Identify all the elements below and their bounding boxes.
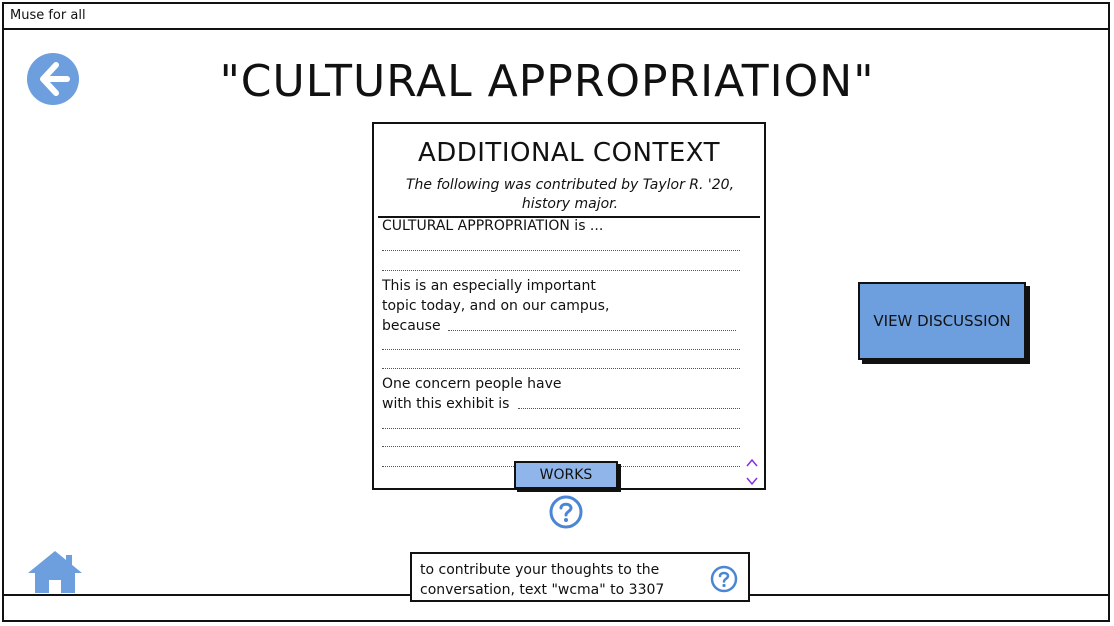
window-title: Muse for all — [10, 8, 86, 23]
blank-line — [518, 408, 740, 409]
blank-line — [382, 446, 740, 447]
works-button[interactable]: WORKS — [514, 461, 618, 489]
help-icon[interactable] — [710, 565, 738, 593]
importance-line-3: because — [382, 318, 441, 334]
title-bar: Muse for all — [4, 4, 1108, 30]
contribute-line-1: to contribute your thoughts to the — [420, 562, 660, 578]
blank-line — [382, 368, 740, 369]
subtitle-line-2: history major. — [521, 196, 619, 212]
scroll-up-icon[interactable] — [746, 458, 758, 468]
blank-line — [382, 428, 740, 429]
blank-line — [382, 270, 740, 271]
back-arrow-icon[interactable] — [26, 52, 80, 106]
additional-context-panel: ADDITIONAL CONTEXT The following was con… — [372, 122, 766, 490]
importance-line-1: This is an especially important — [382, 278, 596, 294]
panel-subtitle: The following was contributed by Taylor … — [388, 176, 752, 214]
blank-line — [382, 250, 740, 251]
blank-line — [448, 330, 736, 331]
scroll-down-icon[interactable] — [746, 476, 758, 486]
subtitle-line-1: The following was contributed by Taylor … — [405, 177, 735, 193]
contribute-text: to contribute your thoughts to the conve… — [420, 560, 700, 600]
contribute-line-2: conversation, text "wcma" to 3307 — [420, 582, 665, 598]
page-title: "CULTURAL APPROPRIATION" — [219, 56, 875, 107]
panel-title: ADDITIONAL CONTEXT — [417, 138, 721, 168]
concern-line-1: One concern people have — [382, 376, 562, 392]
view-discussion-button[interactable]: VIEW DISCUSSION — [858, 282, 1026, 360]
panel-divider — [378, 216, 760, 218]
importance-line-2: topic today, and on our campus, — [382, 298, 610, 314]
definition-text: CULTURAL APPROPRIATION is ... — [382, 218, 604, 234]
help-icon[interactable] — [549, 495, 583, 529]
concern-line-2: with this exhibit is — [382, 396, 510, 412]
blank-line — [382, 349, 740, 350]
home-icon[interactable] — [26, 549, 84, 595]
contribute-info-box: to contribute your thoughts to the conve… — [410, 552, 750, 602]
